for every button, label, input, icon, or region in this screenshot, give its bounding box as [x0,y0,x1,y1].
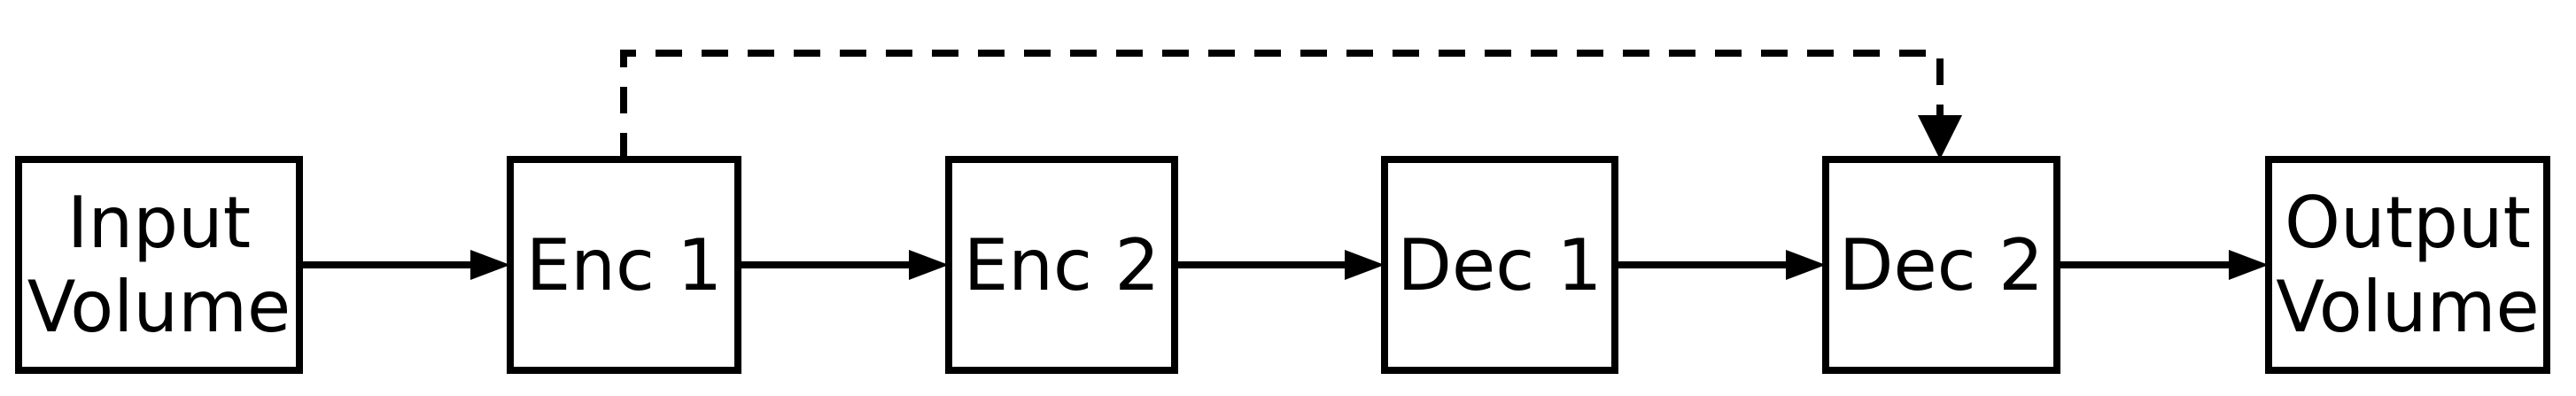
edge-input-to-enc1 [299,250,510,280]
edge-skip-enc1-to-dec2 [620,50,1962,159]
edge-dec2-to-output [2057,250,2269,280]
node-box-enc-2[interactable] [945,156,1178,374]
node-box-dec-2[interactable] [1822,156,2060,374]
node-box-enc-1[interactable] [507,156,741,374]
node-box-input-volume[interactable] [15,156,303,374]
node-box-output-volume[interactable] [2265,156,2550,374]
edge-enc2-to-dec1 [1175,250,1385,280]
edge-dec1-to-dec2 [1615,250,1826,280]
node-box-dec-1[interactable] [1381,156,1618,374]
edge-enc1-to-enc2 [738,250,949,280]
